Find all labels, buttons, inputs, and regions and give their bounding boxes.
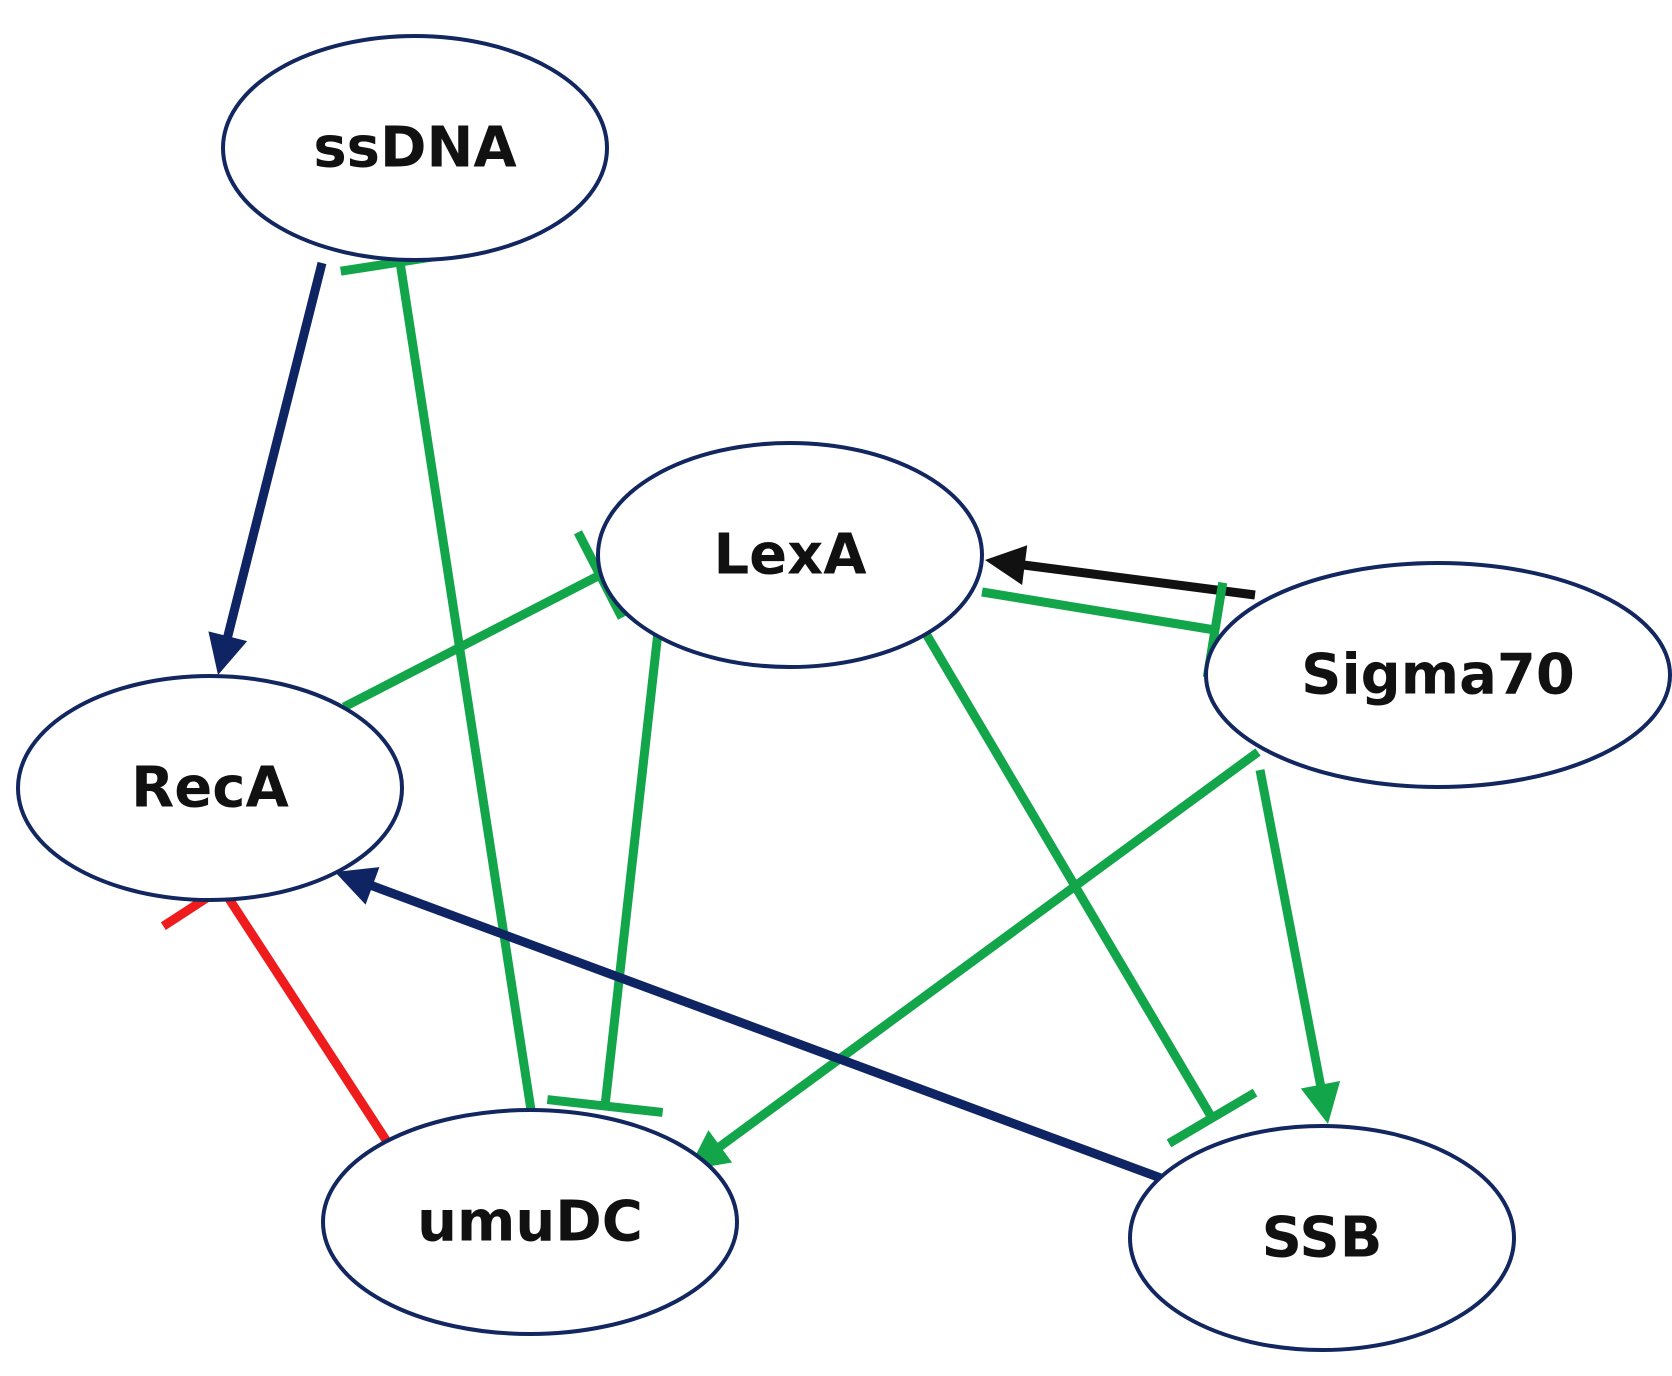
node-Sigma70-label: Sigma70 bbox=[1301, 643, 1575, 708]
edge-Sigma70-umuDC-line bbox=[714, 748, 1261, 1153]
edge-SSB-RecA-arrowhead bbox=[335, 867, 380, 905]
edge-Sigma70-LexA-line bbox=[1020, 560, 1256, 600]
edge-LexA-SSB bbox=[921, 629, 1258, 1148]
edge-Sigma70-SSB bbox=[1255, 769, 1341, 1124]
edge-ssDNA-RecA bbox=[208, 261, 327, 675]
node-umuDC[interactable]: umuDC bbox=[321, 1108, 739, 1336]
node-SSB-label: SSB bbox=[1262, 1206, 1383, 1271]
edges-layer bbox=[160, 248, 1341, 1185]
edge-SSB-RecA bbox=[335, 867, 1168, 1185]
edge-LexA-SSB-inhibition-bar bbox=[1166, 1088, 1258, 1148]
edge-umuDC-ssDNA bbox=[340, 248, 536, 1111]
node-umuDC-shape bbox=[321, 1108, 739, 1336]
edge-LexA-Sigma70-line bbox=[981, 587, 1216, 635]
node-LexA-shape bbox=[596, 441, 984, 669]
node-RecA-shape bbox=[16, 674, 404, 902]
edge-RecA-LexA-line bbox=[341, 571, 603, 711]
node-RecA-label: RecA bbox=[131, 756, 289, 821]
node-SSB-shape bbox=[1128, 1124, 1516, 1352]
edge-SSB-RecA-line bbox=[367, 880, 1168, 1185]
edge-Sigma70-SSB-line bbox=[1255, 769, 1326, 1090]
edge-LexA-umuDC-line bbox=[600, 631, 663, 1107]
edge-umuDC-ssDNA-line bbox=[395, 261, 536, 1111]
node-ssDNA-label: ssDNA bbox=[313, 116, 517, 181]
edge-LexA-umuDC bbox=[546, 631, 664, 1117]
edge-umuDC-RecA-line bbox=[218, 885, 390, 1143]
edge-Sigma70-LexA bbox=[985, 545, 1256, 600]
node-Sigma70[interactable]: Sigma70 bbox=[1204, 561, 1672, 789]
node-LexA-label: LexA bbox=[713, 523, 867, 588]
edge-RecA-LexA bbox=[341, 530, 626, 711]
node-ssDNA-shape bbox=[221, 34, 609, 262]
edge-Sigma70-SSB-arrowhead bbox=[1300, 1080, 1341, 1124]
edge-Sigma70-LexA-arrowhead bbox=[985, 545, 1028, 585]
edge-LexA-SSB-line bbox=[921, 629, 1216, 1121]
node-RecA[interactable]: RecA bbox=[16, 674, 404, 902]
node-umuDC-label: umuDC bbox=[417, 1190, 643, 1255]
node-ssDNA[interactable]: ssDNA bbox=[221, 34, 609, 262]
edge-LexA-umuDC-inhibition-bar bbox=[546, 1095, 664, 1117]
node-SSB[interactable]: SSB bbox=[1128, 1124, 1516, 1352]
edge-ssDNA-RecA-line bbox=[222, 261, 327, 642]
node-LexA[interactable]: LexA bbox=[596, 441, 984, 669]
edge-LexA-Sigma70 bbox=[981, 581, 1228, 679]
nodes-layer: ssDNA LexA Sigma70 RecA umuDC SSB bbox=[16, 34, 1672, 1352]
node-Sigma70-shape bbox=[1204, 561, 1672, 789]
edge-ssDNA-RecA-arrowhead bbox=[208, 631, 248, 675]
